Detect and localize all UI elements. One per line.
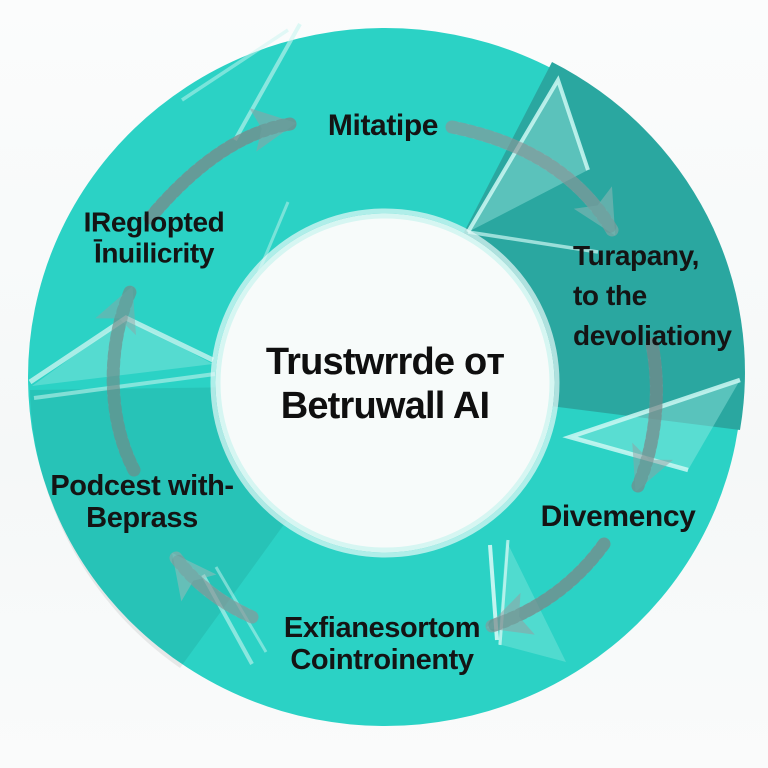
segment-label-divemency: Divemency bbox=[540, 499, 696, 533]
cycle-arrow-bottomright bbox=[485, 537, 611, 635]
segment-label-reglopted: IReglopted Īnuilicrity bbox=[83, 206, 225, 269]
inner-circle-glow bbox=[210, 208, 560, 558]
cycle-arrow-left bbox=[95, 285, 141, 477]
segment-label-turapany: Turapany, to the devoliationy bbox=[573, 239, 732, 352]
diagram-title: Trustwrrde oт Betruwall AI bbox=[265, 340, 505, 427]
cycle-arrow-bottomleft bbox=[169, 551, 259, 624]
segment-label-exfianesortom: Exfianesortom Cointroinenty bbox=[283, 612, 481, 676]
inner-circle bbox=[215, 213, 555, 553]
segment-label-mitatipe: Mitatipe bbox=[327, 108, 439, 142]
segment-label-podcest: Podcest with- Beprass bbox=[50, 470, 234, 534]
cycle-arrow-right bbox=[631, 337, 673, 493]
cycle-arrow-topleft bbox=[143, 108, 297, 225]
cycle-arrow-topright bbox=[445, 120, 619, 237]
cycle-arrows bbox=[95, 108, 673, 635]
